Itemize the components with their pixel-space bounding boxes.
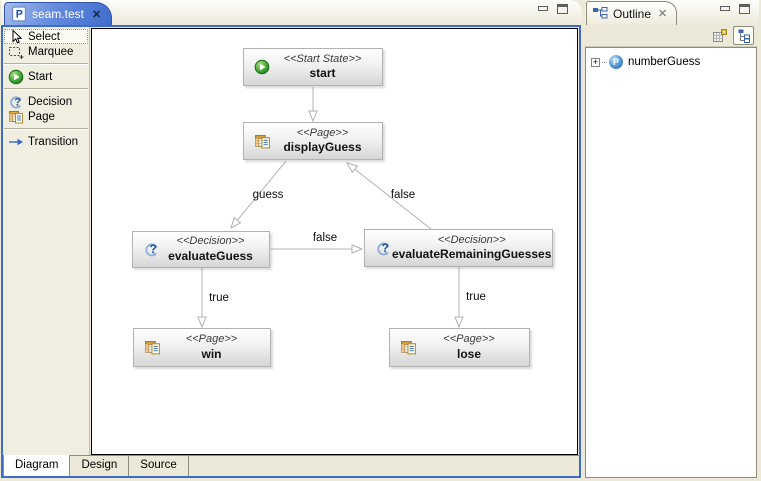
- node-evaluateGuess[interactable]: ? <<Decision>> evaluateGuess: [132, 231, 270, 268]
- select-cursor-icon: [8, 28, 24, 45]
- editor-tabstrip: P seam.test ✕: [1, 0, 582, 25]
- editor-page-tabs: Diagram Design Source: [3, 455, 579, 476]
- palette-item-select[interactable]: Select: [4, 28, 88, 45]
- tree-item-label: numberGuess: [628, 56, 701, 68]
- outline-view: Outline ✕ + P numberGuess: [585, 0, 759, 479]
- start-icon: [254, 59, 271, 76]
- page-icon: [254, 133, 271, 150]
- tree-item-numberGuess[interactable]: + P numberGuess: [586, 48, 756, 69]
- node-name: win: [201, 346, 222, 361]
- node-name: start: [309, 66, 336, 81]
- transition-label-true-left[interactable]: true: [209, 292, 229, 304]
- overview-mode-icon[interactable]: [709, 26, 730, 45]
- tree-mode-icon[interactable]: [733, 26, 754, 45]
- outline-tab[interactable]: Outline ✕: [586, 1, 678, 25]
- palette-item-decision[interactable]: ? Decision: [4, 94, 88, 109]
- page-icon: [400, 339, 417, 356]
- node-displayGuess[interactable]: <<Page>> displayGuess: [243, 122, 383, 160]
- palette-item-page[interactable]: Page: [4, 109, 88, 124]
- node-name: evaluateGuess: [168, 248, 253, 263]
- node-start[interactable]: <<Start State>> start: [243, 48, 383, 86]
- palette-label: Page: [28, 110, 55, 123]
- start-icon: [8, 69, 24, 85]
- svg-text:P: P: [16, 9, 23, 21]
- decision-icon: ?: [8, 94, 24, 110]
- palette-divider: [4, 88, 88, 90]
- palette-divider: [4, 128, 88, 130]
- transition-arrows-layer: [92, 87, 577, 454]
- pageflow-file-icon: P: [12, 6, 26, 22]
- node-stereotype: <<Decision>>: [437, 233, 506, 246]
- tab-design[interactable]: Design: [70, 456, 130, 476]
- gef-palette: Select Marquee Start: [3, 27, 90, 455]
- outline-icon: [592, 6, 608, 22]
- outline-tree: + P numberGuess: [585, 47, 757, 478]
- tree-connector: [602, 61, 607, 63]
- svg-text:?: ?: [382, 242, 389, 255]
- node-name: evaluateRemainingGuesses: [392, 247, 552, 262]
- node-stereotype: <<Start State>>: [283, 52, 362, 65]
- tab-source[interactable]: Source: [129, 456, 189, 476]
- palette-label: Marquee: [28, 45, 74, 58]
- node-stereotype: <<Page>>: [443, 333, 495, 346]
- palette-item-transition[interactable]: Transition: [4, 134, 88, 149]
- palette-label: Decision: [28, 95, 73, 108]
- editor-tab-label: seam.test: [32, 7, 85, 21]
- outline-tab-label: Outline: [613, 6, 652, 21]
- node-evaluateRemainingGuesses[interactable]: ? <<Decision>> evaluateRemainingGuesses: [364, 229, 553, 267]
- marquee-icon: [8, 44, 24, 60]
- transition-label-false-mid[interactable]: false: [312, 232, 338, 244]
- node-win[interactable]: <<Page>> win: [133, 328, 271, 367]
- editor-body: Select Marquee Start: [1, 25, 581, 478]
- node-name: displayGuess: [283, 140, 362, 155]
- minimize-icon[interactable]: [720, 6, 730, 11]
- transition-label-true-right[interactable]: true: [466, 291, 486, 303]
- maximize-icon[interactable]: [557, 4, 568, 14]
- transition-arrow-icon: [8, 134, 24, 150]
- close-icon[interactable]: ✕: [92, 8, 102, 21]
- transition-line-evaluateRemainingGuesses-displayGuess[interactable]: [347, 163, 432, 230]
- palette-divider: [4, 63, 88, 65]
- outline-tabstrip: Outline ✕: [585, 0, 759, 25]
- svg-text:?: ?: [14, 96, 21, 108]
- tree-expand-icon[interactable]: +: [591, 56, 600, 67]
- palette-item-marquee[interactable]: Marquee: [4, 44, 88, 59]
- diagram-canvas[interactable]: <<Start State>> start <<Page>> displayGu…: [91, 28, 578, 455]
- transition-label-guess[interactable]: guess: [252, 189, 284, 201]
- transition-line-displayGuess-evaluateGuess[interactable]: [231, 160, 287, 228]
- decision-icon: ?: [375, 240, 392, 257]
- close-icon[interactable]: ✕: [658, 8, 668, 20]
- palette-item-start[interactable]: Start: [4, 69, 88, 84]
- editor-tab-seam-test[interactable]: P seam.test ✕: [4, 2, 113, 25]
- page-icon: [144, 339, 161, 356]
- transition-label-false-right[interactable]: false: [390, 189, 416, 201]
- outline-toolbar: [585, 25, 757, 47]
- page-icon: [8, 109, 24, 125]
- decision-icon: ?: [143, 241, 160, 258]
- svg-text:?: ?: [150, 243, 157, 256]
- tab-diagram[interactable]: Diagram: [3, 455, 71, 476]
- node-name: lose: [456, 346, 481, 361]
- palette-label: Start: [28, 70, 53, 83]
- palette-label: Transition: [28, 135, 79, 148]
- minimize-icon[interactable]: [538, 6, 548, 11]
- palette-label: Select: [28, 30, 60, 43]
- editor-part: P seam.test ✕ Select: [1, 0, 582, 478]
- node-stereotype: <<Page>>: [185, 333, 238, 346]
- pageflow-node-icon: P: [609, 55, 623, 69]
- editor-window-buttons: [538, 4, 568, 14]
- node-stereotype: <<Page>>: [296, 126, 349, 139]
- maximize-icon[interactable]: [739, 4, 750, 14]
- node-lose[interactable]: <<Page>> lose: [389, 328, 530, 367]
- outline-window-buttons: [720, 4, 750, 14]
- node-stereotype: <<Decision>>: [176, 235, 245, 248]
